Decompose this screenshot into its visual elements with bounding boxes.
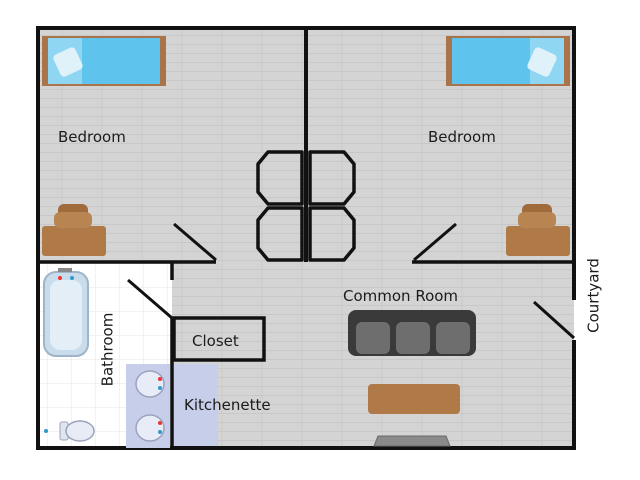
bed-icon [446,36,570,86]
tv-stand [373,435,451,447]
bedroom-left-label: Bedroom [58,128,126,146]
coffee-table-icon [368,384,460,414]
desk-chair-icon [506,204,570,256]
door-swing-icon [127,222,576,340]
bed-icon [42,36,166,86]
bathtub-icon [43,268,89,357]
closet-label: Closet [192,332,239,350]
desk-chair-icon [42,204,106,256]
common-room-label: Common Room [343,287,459,305]
wardrobe-units [256,150,356,262]
courtyard-label: Courtyard [584,258,603,333]
toilet-icon [44,420,95,442]
interior-walls [38,260,574,448]
outer-walls [36,26,576,450]
bedroom-right-label: Bedroom [428,128,496,146]
kitchenette-label: Kitchenette [184,396,271,414]
sink-icon [126,364,170,448]
bathroom-label: Bathroom [98,312,117,387]
sofa-icon [348,310,476,356]
kitchen-counter [174,364,218,448]
